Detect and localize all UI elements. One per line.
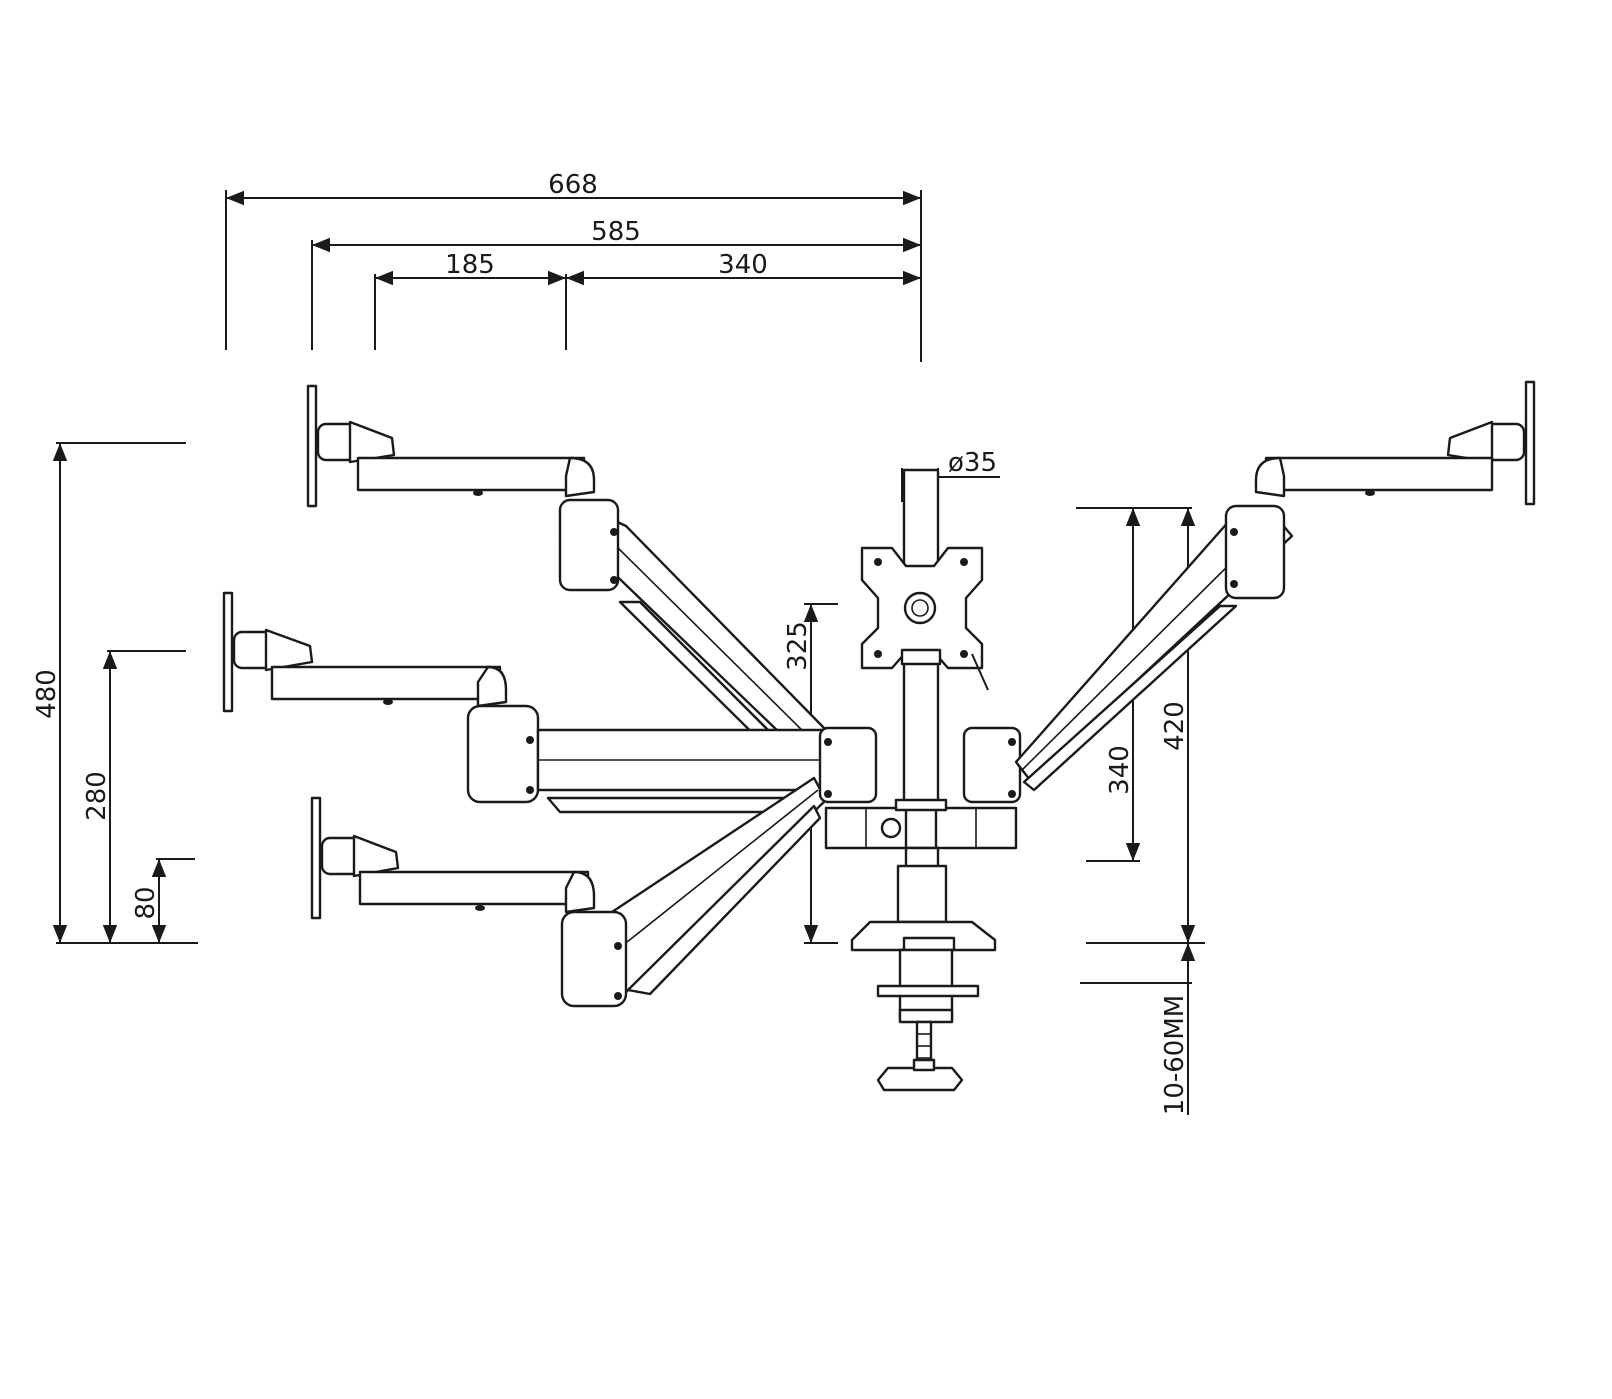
left-arm-middle <box>222 591 824 814</box>
label-420: 420 <box>1160 701 1190 751</box>
label-280: 280 <box>82 771 112 821</box>
vesa-bracket-left-bottom <box>310 796 322 920</box>
pole-dimension-group: ø35 325 <box>783 448 1000 944</box>
clamp-knob <box>876 1066 964 1092</box>
label-585: 585 <box>591 217 641 247</box>
label-340-top: 340 <box>718 250 768 280</box>
label-340-right: 340 <box>1105 745 1135 795</box>
left-hub-block <box>818 726 878 804</box>
top-dimension-group: 668 585 185 340 <box>225 170 922 362</box>
label-clamp-range: 10-60MM <box>1160 995 1190 1115</box>
right-arm <box>1014 380 1536 792</box>
right-hub-block <box>962 726 1022 804</box>
label-325: 325 <box>783 621 813 671</box>
vesa-bracket-left-middle <box>222 591 234 713</box>
label-668: 668 <box>548 170 598 200</box>
hub-knob <box>880 817 902 839</box>
left-dimension-group: 480 280 80 <box>32 442 198 944</box>
center-pole <box>824 468 1018 1092</box>
label-diameter: ø35 <box>948 448 997 478</box>
label-185: 185 <box>445 250 495 280</box>
right-dimension-group: 340 420 10-60MM <box>1076 507 1205 1115</box>
label-480: 480 <box>32 669 62 719</box>
vesa-bracket-left-top <box>306 384 318 508</box>
vesa-plate <box>860 546 989 691</box>
desk-base-plate <box>850 920 997 952</box>
label-80: 80 <box>131 886 161 919</box>
left-arm-bottom <box>310 776 828 1008</box>
vesa-bracket-right <box>1524 380 1536 506</box>
